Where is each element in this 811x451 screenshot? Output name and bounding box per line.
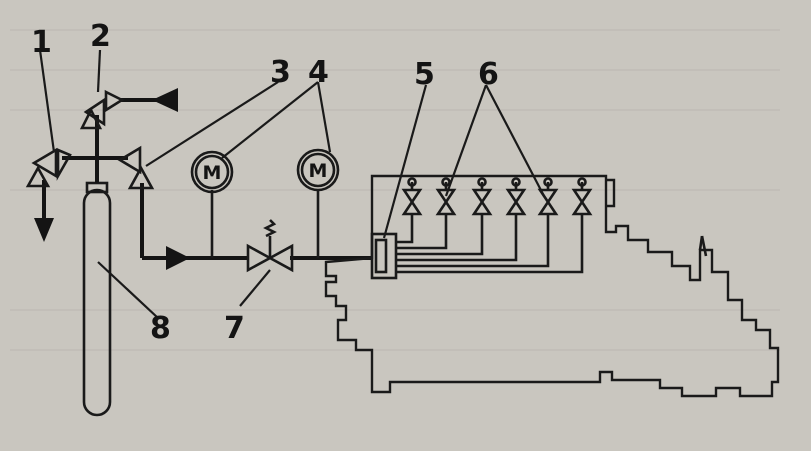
supply-arrow-icon <box>166 246 190 270</box>
callout-2: 2 <box>90 19 111 54</box>
air-distributor <box>370 232 398 280</box>
leader-lines <box>38 49 545 319</box>
callout-4: 4 <box>308 55 329 90</box>
feed-line-5 <box>396 214 550 268</box>
feed-line-6 <box>396 214 584 274</box>
cylinder-start-valves <box>401 177 593 216</box>
callout-7: 7 <box>224 311 245 346</box>
valve-3 <box>117 145 155 190</box>
start-valve-4 <box>505 177 527 216</box>
inlet-arrow-icon <box>152 88 178 112</box>
start-valve-2 <box>435 177 457 216</box>
gauge-left-letter: M <box>203 162 222 184</box>
pressure-gauge-right: M <box>296 148 340 192</box>
feed-line-4 <box>396 214 518 262</box>
valve-1 <box>25 147 72 188</box>
callout-8: 8 <box>150 311 171 346</box>
distribution-lines <box>396 214 584 274</box>
main-valve <box>246 219 294 273</box>
pressure-gauge-left: M <box>190 150 234 194</box>
valve-2 <box>79 89 125 130</box>
start-valve-6 <box>571 177 593 216</box>
feed-line-1 <box>396 214 414 244</box>
feed-line-2 <box>396 214 448 250</box>
flow-arrows <box>34 88 190 270</box>
callout-1: 1 <box>31 25 52 60</box>
start-valve-1 <box>401 177 423 216</box>
drain-arrow-icon <box>34 218 54 242</box>
engine-outline <box>324 174 780 398</box>
start-valve-3 <box>471 177 493 216</box>
callouts: 1 2 3 4 5 6 7 8 <box>31 19 499 346</box>
air-cylinder <box>82 181 112 417</box>
feed-line-3 <box>396 214 484 256</box>
callout-5: 5 <box>414 57 435 92</box>
callout-6: 6 <box>478 57 499 92</box>
start-valve-5 <box>537 177 559 216</box>
gauge-right-letter: M <box>309 160 328 182</box>
paper-texture <box>10 29 780 351</box>
callout-3: 3 <box>270 55 291 90</box>
